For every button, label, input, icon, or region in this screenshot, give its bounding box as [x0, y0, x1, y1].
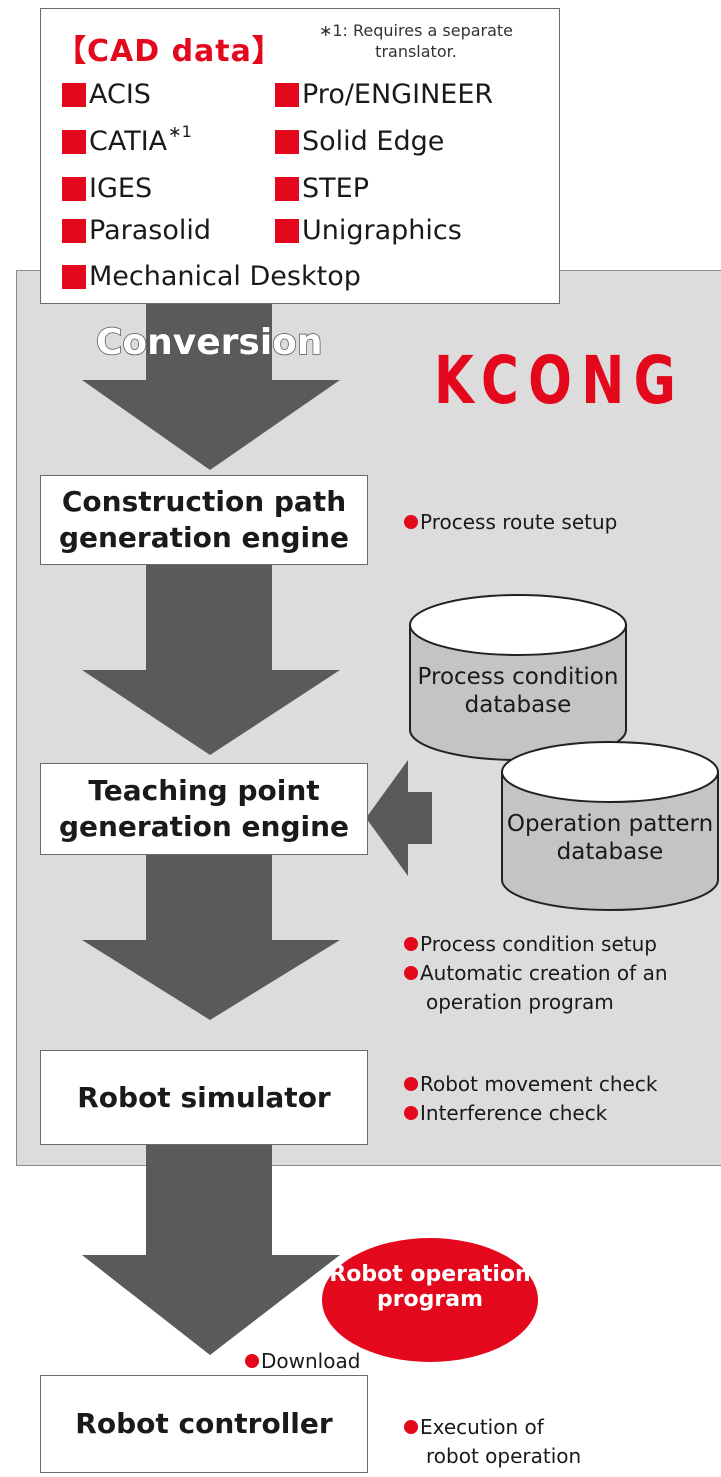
red-dot-icon [245, 1354, 259, 1368]
cad-format-item: STEP [275, 174, 369, 204]
footnote-mark: ∗1 [168, 122, 192, 141]
operation-pattern-database-icon [501, 741, 719, 911]
database-input-arrow [366, 760, 432, 876]
auto-program-note-cont: operation program [426, 990, 614, 1014]
engine1-down-arrow [82, 565, 340, 755]
kcong-logo: KCONG [434, 342, 686, 419]
cad-format-item: ACIS [62, 80, 151, 110]
interference-check-note: Interference check [404, 1099, 607, 1128]
cad-format-item: Solid Edge [275, 127, 444, 157]
red-dot-icon [404, 1106, 418, 1120]
red-dot-icon [404, 1420, 418, 1434]
translator-footnote: ∗1: Requires a separate translator. [318, 21, 514, 61]
red-square-icon [62, 83, 86, 107]
download-note: Download [245, 1347, 360, 1376]
robot-simulator-box: Robot simulator [40, 1050, 368, 1145]
red-dot-icon [404, 1077, 418, 1091]
operation-pattern-database-label: Operation pattern database [506, 811, 714, 865]
red-dot-icon [404, 937, 418, 951]
cad-format-item: Pro/ENGINEER [275, 80, 493, 110]
process-condition-database-label: Process condition database [417, 664, 619, 718]
cad-format-item: Mechanical Desktop [62, 262, 361, 292]
construction-path-engine-box: Construction path generation engine [40, 475, 368, 565]
red-dot-icon [404, 966, 418, 980]
red-square-icon [62, 265, 86, 289]
simulator-down-arrow [82, 1145, 340, 1355]
teaching-point-engine-box: Teaching point generation engine [40, 763, 368, 855]
red-square-icon [275, 130, 299, 154]
robot-program-oval [322, 1238, 538, 1362]
process-condition-setup-note: Process condition setup [404, 930, 657, 959]
red-square-icon [275, 177, 299, 201]
cad-format-item: CATIA∗1 [62, 122, 192, 157]
execution-note-cont: robot operation [426, 1444, 582, 1468]
red-square-icon [275, 219, 299, 243]
engine2-down-arrow [82, 855, 340, 1020]
cad-data-title: 【CAD data】 [56, 34, 283, 69]
cad-format-item: Unigraphics [275, 216, 462, 246]
execution-note: Execution of [404, 1413, 544, 1442]
robot-program-oval-text: Robot operation program [329, 1262, 531, 1312]
robot-controller-box: Robot controller [40, 1375, 368, 1473]
conversion-arrow [82, 300, 340, 470]
red-square-icon [62, 177, 86, 201]
auto-program-note: Automatic creation of an [404, 959, 668, 988]
cad-format-item: IGES [62, 174, 152, 204]
process-route-note: Process route setup [404, 508, 617, 537]
red-square-icon [275, 83, 299, 107]
robot-movement-check-note: Robot movement check [404, 1070, 657, 1099]
red-square-icon [62, 130, 86, 154]
cad-data-box [40, 8, 560, 304]
conversion-label: Conversion [95, 321, 323, 364]
cad-format-item: Parasolid [62, 216, 211, 246]
red-square-icon [62, 219, 86, 243]
red-dot-icon [404, 515, 418, 529]
